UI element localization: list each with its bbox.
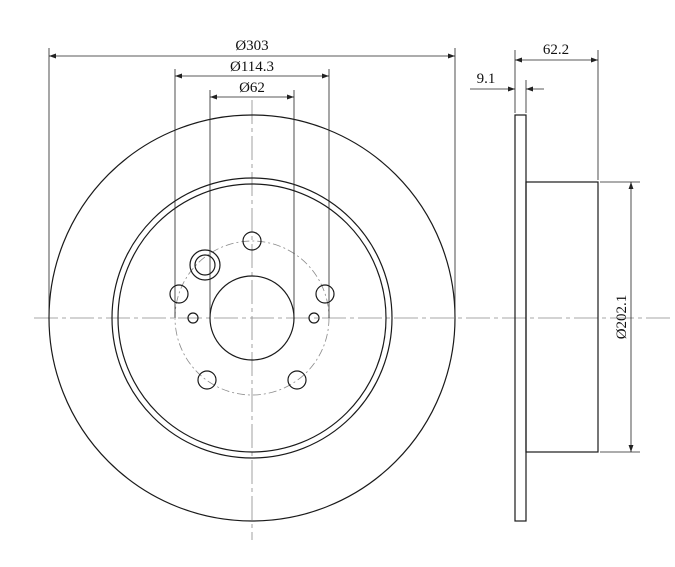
front-dimensions <box>48 48 456 318</box>
stud-hole-lower-right <box>287 370 307 390</box>
disc-thickness-label: 9.1 <box>477 71 496 87</box>
stud-hole-top <box>242 231 262 251</box>
locating-hole-inner <box>194 254 216 276</box>
stud-hole-upper-right <box>315 284 335 304</box>
locating-hole-outer <box>189 249 221 281</box>
center-bore-label: Ø62 <box>239 80 265 96</box>
hat-diameter-label: Ø202.1 <box>614 295 630 340</box>
hat-profile <box>525 181 599 453</box>
hat-outer-edge <box>111 177 393 459</box>
side-dimensions <box>470 50 640 453</box>
outer-diameter-label: Ø303 <box>235 38 268 54</box>
screw-hole-right <box>308 312 320 324</box>
stud-hole-lower-left <box>197 370 217 390</box>
screw-hole-left <box>187 312 199 324</box>
stud-hole-upper-left <box>169 284 189 304</box>
pcd-diameter-label: Ø114.3 <box>230 59 274 75</box>
total-height-label: 62.2 <box>543 42 569 58</box>
side-view <box>514 114 599 522</box>
hat-inner-edge <box>117 183 387 453</box>
front-view <box>34 100 672 540</box>
